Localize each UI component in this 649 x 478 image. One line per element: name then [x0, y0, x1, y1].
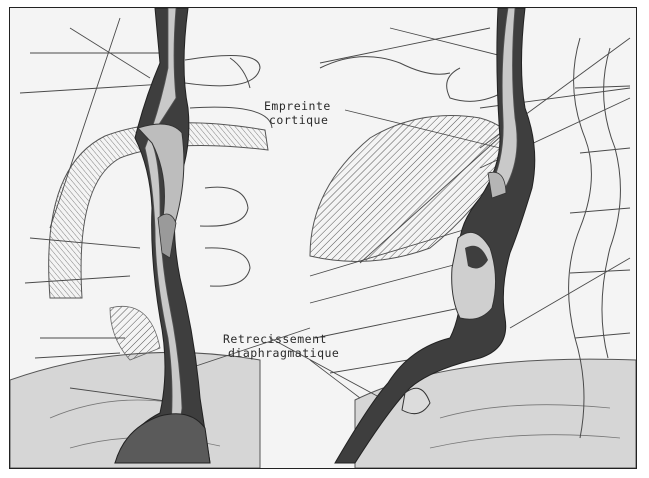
leader-diaphragm [310, 360, 360, 398]
aortic-label-line2: cortique [269, 113, 328, 127]
diaphragm-label-line2: diaphragmatique [228, 346, 339, 360]
esophagus-diagram [10, 8, 636, 468]
crus-hatching [110, 306, 160, 360]
aortic-label-line1: Empreinte [264, 99, 331, 113]
diaphragm-label-line1: Retrecissement [223, 332, 327, 346]
illustration-frame: Empreinte cortique Retrecissement diaphr… [9, 7, 637, 469]
